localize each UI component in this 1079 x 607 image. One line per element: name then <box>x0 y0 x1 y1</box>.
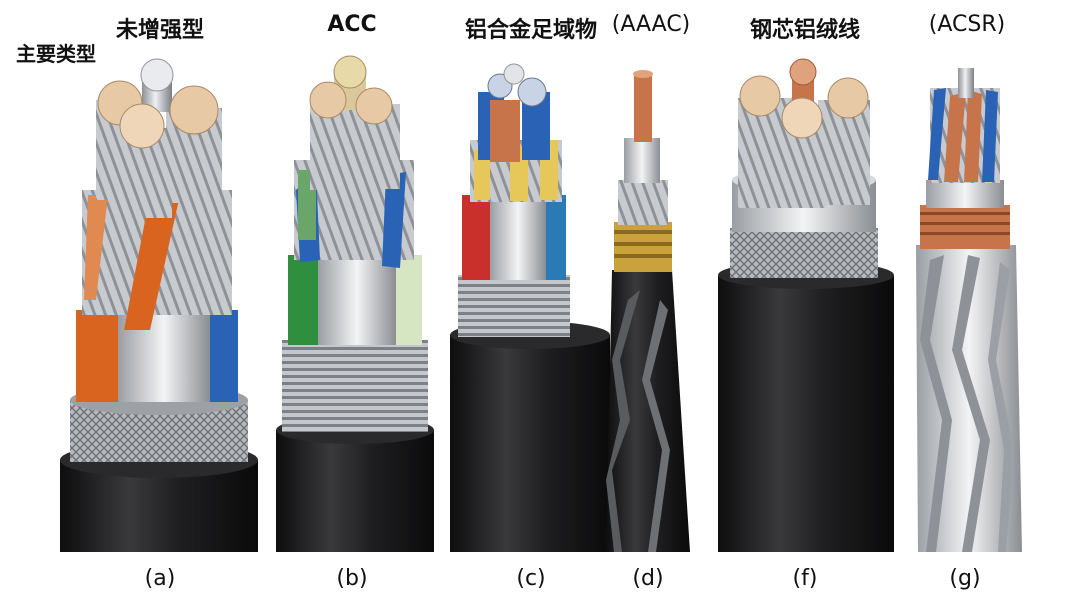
title-a: 未增强型 <box>115 18 205 43</box>
cable-illustrations <box>60 55 1022 552</box>
caption-a: (a) <box>144 566 176 591</box>
caption-f: (f) <box>792 566 818 591</box>
cable-c <box>450 63 610 552</box>
caption-d: (d) <box>632 566 664 591</box>
cable-b <box>276 55 434 552</box>
side-label: 主要类型 <box>16 42 96 66</box>
title-b: ACC <box>327 12 377 37</box>
title-d: (AAAC) <box>611 12 691 37</box>
cable-f <box>718 58 894 552</box>
caption-b: (b) <box>336 566 368 591</box>
cable-d <box>606 70 690 552</box>
cable-a <box>60 58 258 552</box>
cable-g <box>916 68 1022 552</box>
caption-g: (g) <box>949 566 981 591</box>
title-c: 铝合金足域物 <box>464 18 598 43</box>
title-f: 钢芯铝绒线 <box>749 18 861 43</box>
title-g: (ACSR) <box>928 12 1006 37</box>
caption-c: (c) <box>516 566 546 591</box>
